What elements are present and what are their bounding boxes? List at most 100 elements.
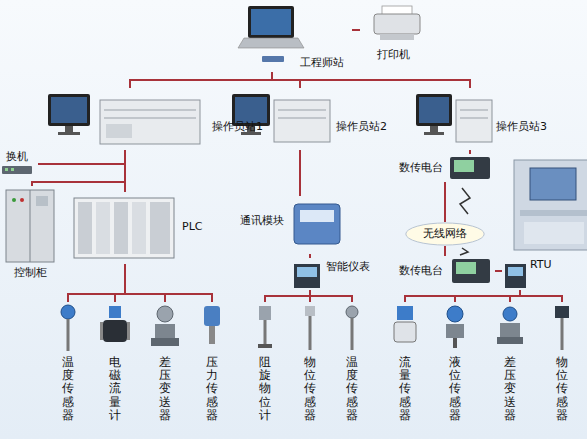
operator-station: 操作员站2 [228,88,403,150]
level-switch-icon [258,306,272,348]
sensor-label: 温度传感器 [346,356,358,422]
network-cable [352,29,360,31]
pressure-transmitter-icon [503,307,517,321]
device-label: 打印机 [377,48,410,61]
operator-pc-icon [278,110,326,111]
network-cable [444,182,446,222]
switch-icon [11,168,14,171]
radio-node: 数传电台 [395,154,495,182]
comm-module-icon [294,204,340,244]
smart-meter-icon [294,264,320,288]
temperature-sensor-icon [351,318,354,350]
operator-pc-icon [48,94,90,126]
sensor-label: 液位传感器 [449,356,461,422]
sensor-label: 物位传感器 [304,356,316,422]
network-cable [455,290,520,302]
flowmeter-icon [103,320,127,342]
plc-icon [150,202,170,254]
liquid-level-sensor-icon [453,338,457,348]
network-cable [510,290,520,302]
operator-pc-icon [416,94,452,126]
network-cable [309,254,311,258]
plc-node: PLC [70,192,210,264]
wireless-cloud: 无线网络 [405,222,485,246]
console-icon [520,210,587,216]
device-label: 操作员站2 [336,120,387,133]
laptop-icon [262,56,284,62]
network-cable [124,150,126,192]
cabinet-icon [30,190,31,262]
flow-sensor-icon [394,322,416,342]
operator-pc-icon [104,118,196,119]
sensor-node: 压力传感器 [194,302,230,428]
pressure-sensor-icon [209,326,215,344]
network-cable [115,264,125,302]
device-label: PLC [182,220,202,233]
device-label: 工程师站 [300,56,344,69]
radio-icon [450,157,490,179]
printer-icon [374,14,420,34]
device-label: 操作员站3 [496,120,547,133]
liquid-level-sensor-icon [446,306,464,348]
temperature-sensor-icon [67,319,70,351]
operator-station: 操作员站3 [412,88,562,150]
cabinet-node: 控制柜 [2,186,62,281]
device-label: RTU [530,258,552,271]
network-cable [299,150,301,196]
level-switch-icon [259,306,271,320]
pressure-sensor-icon [204,306,220,344]
sensor-node: 液位传感器 [437,302,473,428]
flowmeter-icon [100,322,103,340]
radio-icon [460,248,468,255]
operator-pc-icon [416,94,492,142]
level-sensor-icon [555,306,569,350]
plc-icon [74,198,174,258]
pressure-transmitter-icon [500,323,520,337]
device-label: 操作员站1 [212,120,263,133]
pressure-transmitter-icon [497,307,523,344]
radio-icon [454,160,474,172]
laptop-icon [238,6,304,62]
sensor-label: 压力传感器 [206,356,218,422]
smart-meter-icon [294,264,320,288]
plc-icon [132,202,146,254]
engineer-station: 工程师站 [240,4,352,72]
sensor-label: 物位传感器 [556,356,568,422]
network-cable [520,290,562,302]
network-cable [469,150,471,154]
rtu-icon [505,264,526,288]
temperature-sensor-icon [346,306,358,350]
operator-pc-icon [460,110,488,111]
operator-pc-icon [51,97,87,123]
sensor-node: 差压变送器 [147,302,183,428]
rtu-icon [505,264,526,288]
operator-pc-icon [232,94,330,142]
device-label: 换机 [6,150,28,163]
switch-icon [2,166,32,174]
smart-meter-node: 智能仪表 [290,258,380,290]
operator-pc-icon [424,132,444,135]
device-label: 数传电台 [399,264,443,277]
network-cable [68,264,125,302]
radio-icon [456,262,476,274]
sensor-label: 电磁流量计 [109,356,121,422]
radio-icon [460,188,470,214]
printer-node: 打印机 [360,4,430,64]
operator-pc-icon [100,100,200,144]
liquid-level-sensor-icon [446,324,464,338]
switch-node: 换机 [2,150,38,178]
plc-icon [96,202,110,254]
pressure-transmitter-icon [151,338,179,346]
operator-pc-icon [58,132,80,135]
sensor-node: 物位传感器 [544,302,580,428]
radio-icon [450,157,490,283]
flow-sensor-icon [394,306,416,342]
flow-sensor-icon [397,306,413,320]
switch-icon [5,168,8,171]
liquid-level-sensor-icon [447,306,463,322]
cabinet-icon [20,198,24,202]
flowmeter-icon [127,322,130,340]
cabinet-icon [36,196,48,206]
